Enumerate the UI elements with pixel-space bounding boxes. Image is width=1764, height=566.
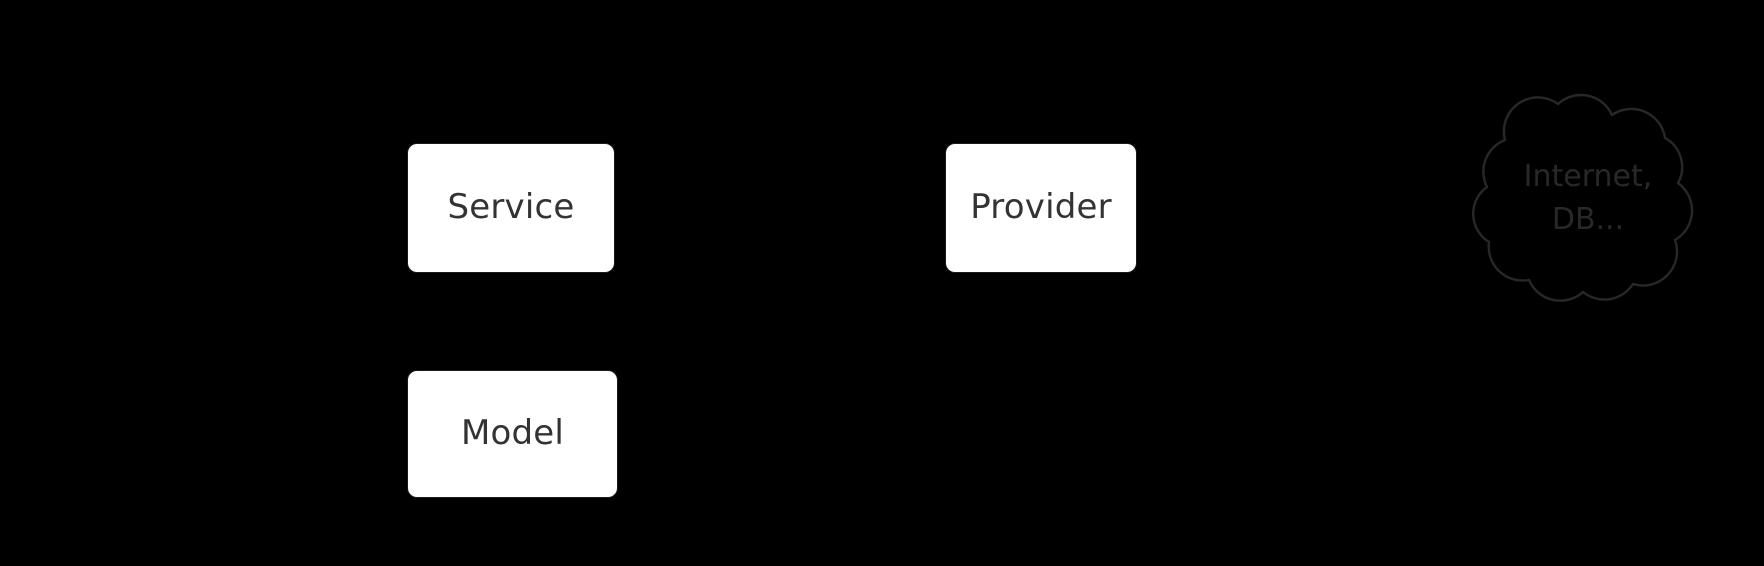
node-service[interactable]: Service: [407, 143, 615, 273]
node-provider[interactable]: Provider: [945, 143, 1137, 273]
node-model[interactable]: Model: [407, 370, 618, 498]
node-model-label: Model: [460, 413, 565, 454]
node-service-label: Service: [447, 187, 575, 228]
cloud-icon: [1472, 93, 1694, 302]
node-provider-label: Provider: [970, 187, 1112, 228]
node-cloud-internet-db[interactable]: Internet, DB...: [1465, 90, 1711, 308]
